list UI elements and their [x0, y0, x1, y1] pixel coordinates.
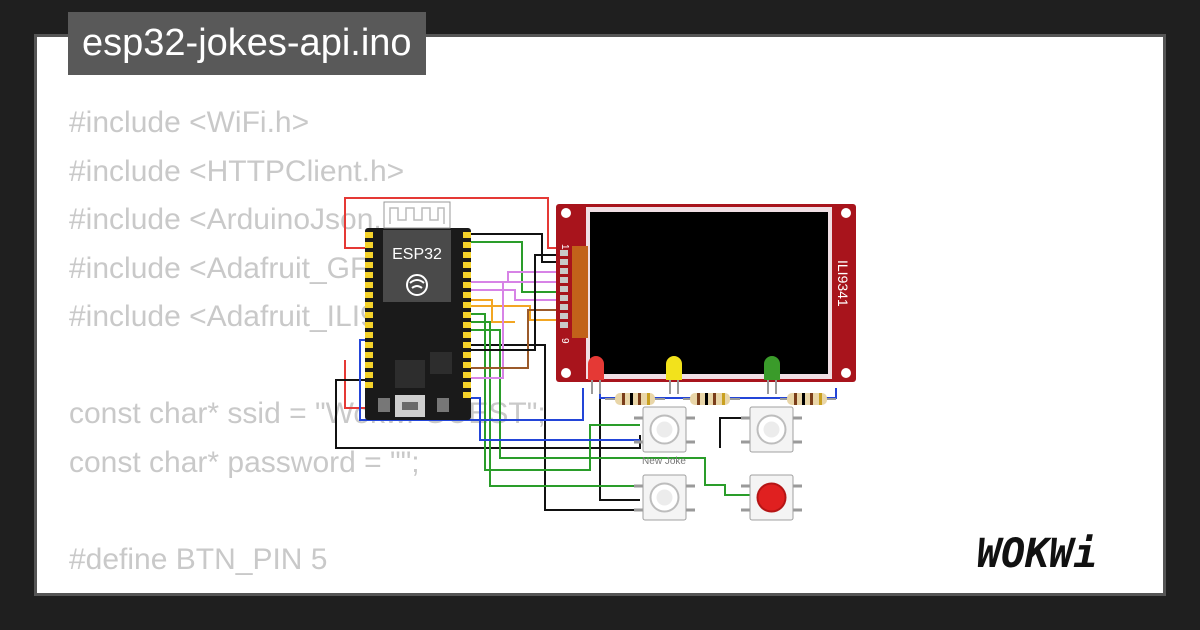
button-label: New Joke — [642, 456, 686, 467]
wire-black — [470, 254, 560, 351]
esp32-left-pins — [365, 232, 373, 388]
wire-black — [470, 233, 560, 263]
wokwi-logo: WOKWi — [977, 531, 1097, 575]
resistor[interactable] — [683, 393, 740, 405]
wire-green — [470, 321, 640, 487]
wire-green — [470, 241, 560, 293]
wire-red — [344, 360, 372, 409]
led-yellow[interactable] — [666, 356, 682, 394]
project-title: esp32-jokes-api.ino — [68, 12, 426, 75]
wire-violet — [470, 281, 560, 379]
new-joke-pushbutton[interactable] — [634, 406, 695, 453]
code-line: #include <ArduinoJson.h> — [69, 203, 416, 236]
project-card[interactable]: #include <WiFi.h> #include <HTTPClient.h… — [34, 34, 1166, 596]
wire-brown — [470, 309, 560, 369]
esp32-right-pins — [463, 232, 471, 398]
wire-black — [719, 417, 750, 448]
wire-violet — [470, 289, 560, 301]
esp32-board[interactable]: ESP32 — [365, 201, 471, 420]
wire-blue — [470, 397, 640, 441]
pushbutton[interactable] — [741, 406, 802, 453]
display-label: ILI9341 — [835, 260, 851, 307]
code-line: const char* password = ""; — [69, 445, 420, 479]
wire-red — [344, 197, 560, 249]
wire-green — [470, 329, 750, 496]
display-pin-label: 9 — [559, 338, 570, 344]
display-pins — [560, 250, 568, 328]
wire-violet — [470, 271, 560, 283]
wire-green — [470, 313, 640, 471]
brand-text: WOKWi — [977, 531, 1097, 575]
resistor[interactable] — [605, 393, 665, 405]
wire-orange — [470, 299, 515, 323]
pushbutton[interactable] — [634, 474, 695, 521]
wire-black — [470, 344, 640, 511]
esp32-label: ESP32 — [392, 246, 442, 263]
resistor[interactable] — [780, 393, 836, 405]
boot-button[interactable] — [437, 398, 449, 412]
led-red[interactable] — [588, 356, 604, 394]
ili9341-display[interactable]: 1 9 ILI9341 — [556, 204, 856, 382]
display-screen — [590, 212, 828, 374]
espressif-logo-icon — [406, 274, 428, 296]
code-preview: #include <WiFi.h> #include <HTTPClient.h… — [69, 99, 546, 593]
code-line: #include <HTTPClient.h> — [69, 154, 405, 188]
code-line: #define BTN_PIN 5 — [69, 542, 328, 576]
red-pushbutton[interactable] — [741, 474, 802, 521]
code-line: #define BTN_PIN2 17 — [69, 584, 546, 593]
display-pin-label: 1 — [559, 244, 570, 250]
led-green[interactable] — [764, 356, 780, 394]
en-button[interactable] — [378, 398, 390, 412]
wire-black — [335, 379, 641, 449]
wire-blue — [359, 339, 584, 421]
wire-orange — [470, 305, 560, 321]
code-line: #include <WiFi.h> — [69, 106, 310, 139]
